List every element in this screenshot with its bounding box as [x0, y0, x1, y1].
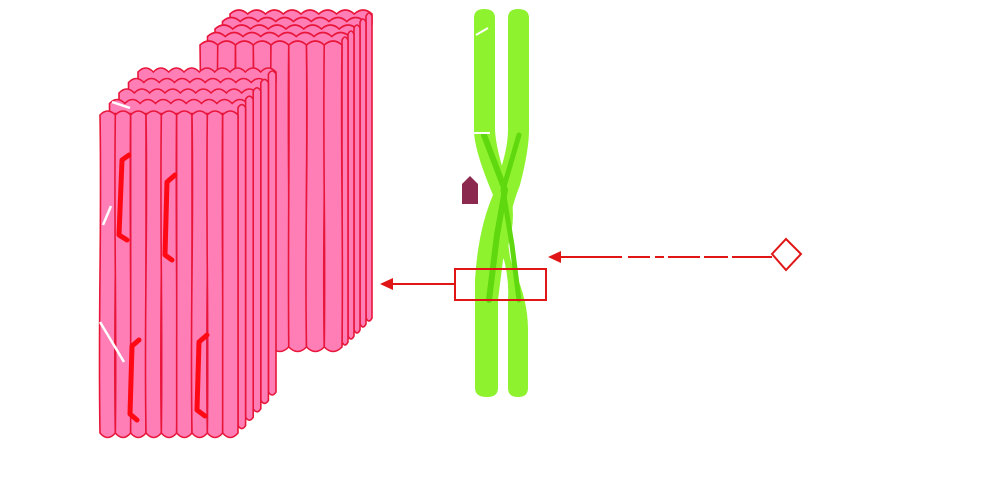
back-block-side-fiber [365, 12, 373, 322]
back-block-fiber [287, 40, 308, 353]
front-block-fiber [144, 110, 163, 439]
arrow-pointer-to-chromosome [548, 251, 772, 263]
pentagon-marker-icon [462, 176, 478, 204]
bracket-upper-left [116, 152, 132, 243]
bracket-lower-right [194, 332, 210, 419]
chromosome [474, 9, 529, 397]
front-block-side-fiber [267, 70, 277, 396]
diamond-pointer-icon [770, 237, 803, 272]
back-block-side-fiber [353, 24, 361, 334]
front-block-side-fiber [252, 87, 262, 413]
front-block-fiber [160, 110, 178, 439]
front-block-fiber [98, 110, 117, 439]
front-block-side-fiber [244, 95, 254, 421]
fiber-brackets [116, 152, 210, 423]
arrow-box-to-fiber [380, 278, 455, 290]
front-fiber-block [98, 67, 277, 439]
bracket-lower-left [127, 337, 142, 423]
back-block-side-fiber [347, 30, 355, 340]
back-block-fiber [305, 40, 326, 353]
front-block-side-fiber [237, 103, 247, 430]
glint-lines [98, 100, 131, 363]
chromatid-glint [475, 27, 489, 36]
chromatid-inner-stripe-2 [500, 132, 522, 303]
back-block-side-fiber [359, 18, 367, 328]
front-block-side-fiber [260, 78, 270, 405]
back-block-fiber [323, 40, 344, 353]
back-block-side-fiber [341, 36, 349, 346]
chromatid-inner-stripe [481, 132, 509, 303]
front-block-top-row [108, 98, 249, 115]
front-block-fiber [206, 110, 224, 439]
front-block-fiber [175, 110, 194, 439]
bracket-upper-right [162, 172, 178, 263]
front-block-fiber [221, 110, 240, 439]
chromatid-right [493, 9, 529, 397]
